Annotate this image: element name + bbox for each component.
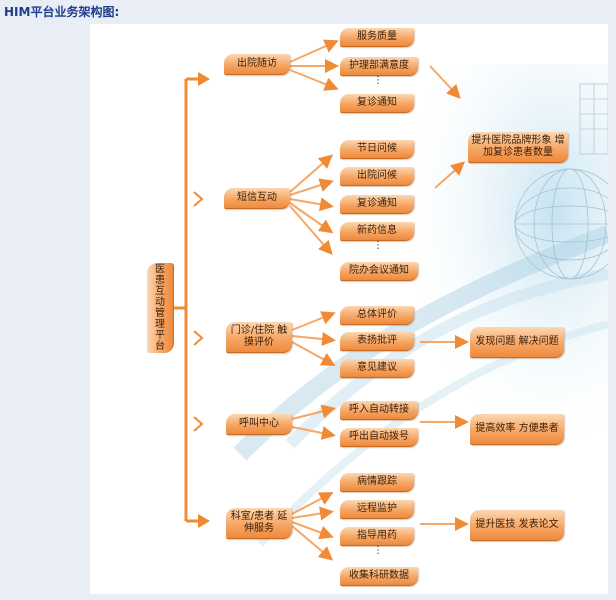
- diagram-canvas: 医患互动管理平台 出院随访 服务质量 护理部满意度 ⋮ 复诊通知 提升医院品牌形…: [90, 24, 608, 594]
- connector-layer: [174, 39, 469, 561]
- group-label-sms-interaction: 短信互动: [224, 188, 290, 209]
- item-revisit-notice-2: 复诊通知: [340, 195, 414, 214]
- item-office-meeting-notice: 院办会议通知: [340, 262, 418, 281]
- root-node: 医患互动管理平台: [147, 263, 174, 353]
- item-new-drug-info: 新药信息: [340, 222, 414, 241]
- item-discharge-greeting: 出院问候: [340, 167, 414, 186]
- item-praise-criticism: 表扬批评: [340, 332, 414, 351]
- item-overall-evaluation: 总体评价: [340, 306, 414, 325]
- item-outbound-auto-dial: 呼出自动拨号: [340, 428, 418, 447]
- outcome-find-solve-problems: 发现问题 解决问题: [470, 327, 564, 358]
- item-inbound-auto-transfer: 呼入自动转接: [340, 401, 418, 420]
- outcome-efficiency: 提高效率 方便患者: [470, 414, 564, 445]
- item-nursing-satisfaction: 护理部满意度: [340, 57, 418, 76]
- outcome-brand-image: 提升医院品牌形象 增加复诊患者数量: [468, 132, 568, 163]
- ellipsis-2: ⋮: [373, 240, 383, 251]
- globe-icon: [514, 168, 608, 280]
- item-research-data: 收集科研数据: [340, 567, 418, 586]
- item-service-quality: 服务质量: [340, 28, 414, 47]
- outcome-improve-skills: 提升医技 发表论文: [470, 510, 564, 541]
- ellipsis-1: ⋮: [373, 75, 383, 86]
- ellipsis-3: ⋮: [373, 545, 383, 556]
- item-holiday-greeting: 节日问候: [340, 140, 414, 159]
- item-suggestions: 意见建议: [340, 359, 414, 378]
- item-revisit-notice-1: 复诊通知: [340, 94, 414, 113]
- group-label-extended-services: 科室/患者 延伸服务: [226, 508, 292, 539]
- item-remote-monitoring: 远程监护: [340, 500, 414, 519]
- group-label-discharge-followup: 出院随访: [224, 54, 290, 75]
- item-medication-guidance: 指导用药: [340, 527, 414, 546]
- page-title: HIM平台业务架构图:: [4, 5, 120, 19]
- group-label-call-center: 呼叫中心: [226, 414, 292, 435]
- group-label-touch-evaluation: 门诊/住院 触摸评价: [226, 322, 292, 353]
- item-condition-tracking: 病情跟踪: [340, 473, 414, 492]
